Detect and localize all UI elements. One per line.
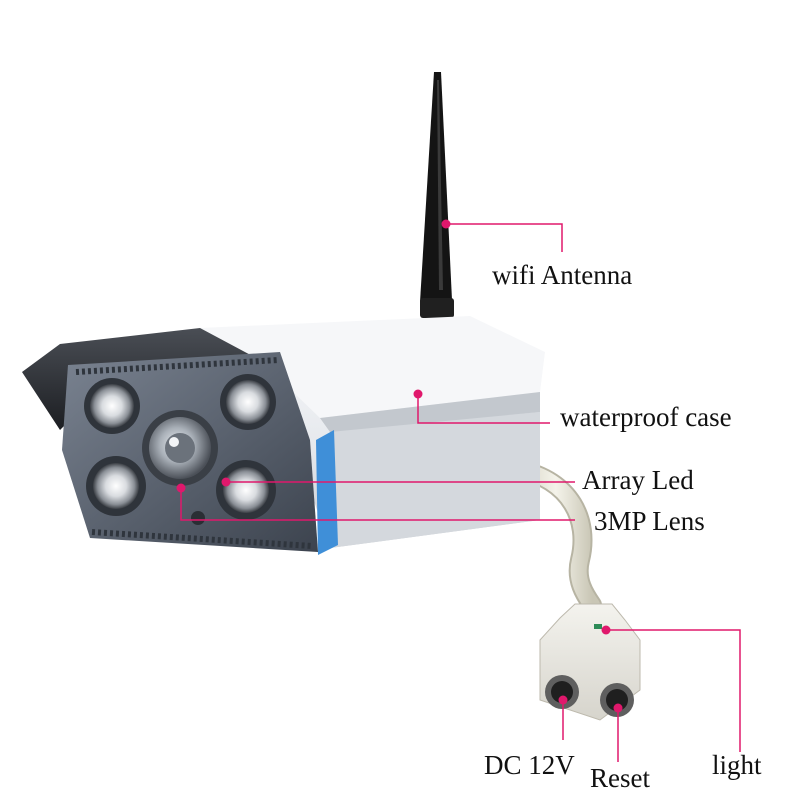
callout-lines <box>180 223 741 762</box>
callout-dots <box>176 219 623 713</box>
camera-lens <box>142 410 218 525</box>
wifi-antenna-label: wifi Antenna <box>492 260 633 290</box>
array-led-label: Array Led <box>582 465 694 495</box>
camera-housing <box>22 316 545 555</box>
lens-label: 3MP Lens <box>594 506 705 536</box>
light-label: light <box>712 750 762 780</box>
dc-power-label: DC 12V <box>484 750 575 780</box>
waterproof-case-label: waterproof case <box>560 402 732 432</box>
array-led-cluster <box>84 374 276 520</box>
reset-label: Reset <box>590 763 650 793</box>
antenna <box>420 72 454 318</box>
junction-box <box>539 603 641 721</box>
